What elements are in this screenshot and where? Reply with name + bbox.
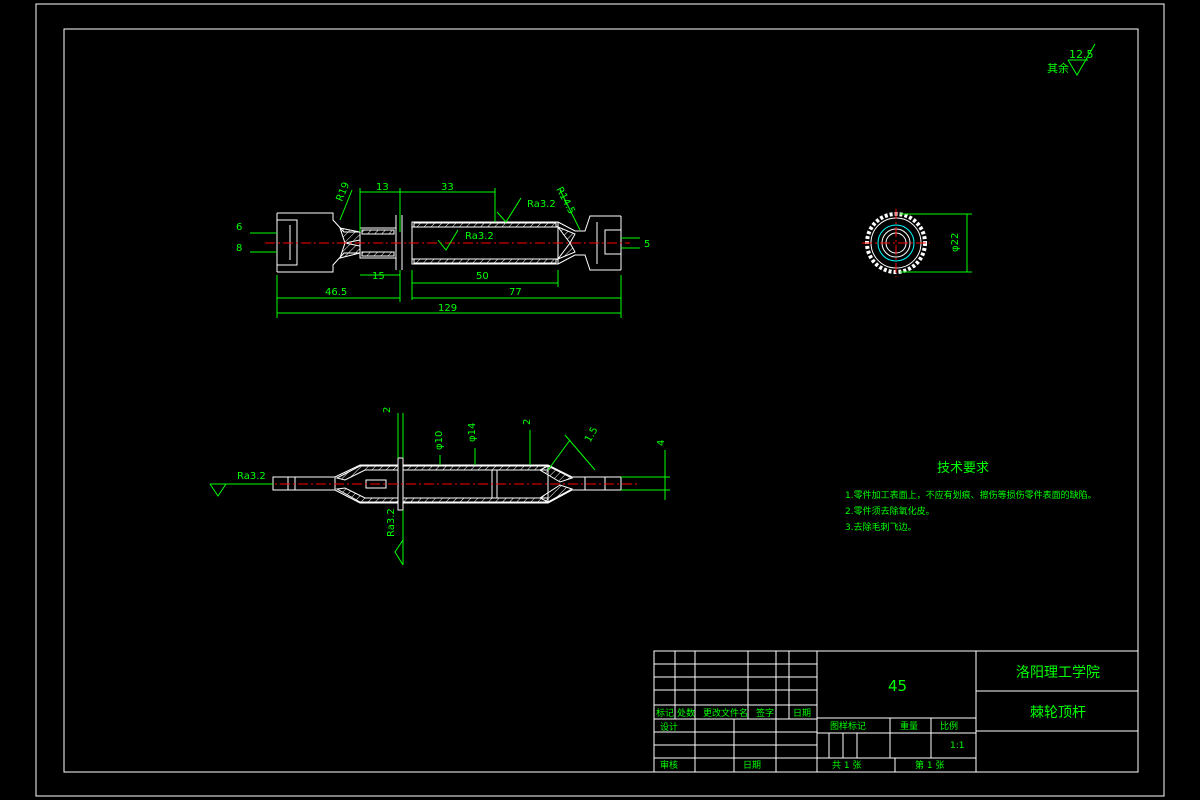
dim-129: 129 [438,303,457,314]
roughness-ra-left: Ra3.2 [237,471,266,482]
title-block: 45 洛阳理工学院 棘轮顶杆 标记 处数 更改文件名 签字 日期 设计 审核 日… [653,650,1139,773]
tb-scale-value: 1:1 [950,741,964,751]
tb-review: 审核 [660,759,678,771]
dim-2a: 2 [382,407,393,413]
tb-sheets-total: 共 1 张 [832,760,861,771]
tech-req-item-1: 1.零件加工表面上，不应有划痕、擦伤等损伤零件表面的缺陷。 [845,489,1097,501]
dim-8: 8 [236,243,242,254]
tb-hdr-change-doc: 更改文件名 [703,707,748,719]
dim-1-5: 1.5 [583,425,600,444]
dim-4: 4 [656,440,667,446]
dim-77: 77 [509,287,522,298]
dim-6: 6 [236,222,242,233]
dim-5: 5 [644,239,650,250]
tb-hdr-count: 处数 [677,707,695,719]
tb-stage-mark: 图样标记 [830,720,866,732]
tb-hdr-mark: 标记 [656,707,674,719]
surface-finish-value: 12.5 [1069,48,1094,61]
tb-weight: 重量 [900,720,918,732]
tb-school: 洛阳理工学院 [1016,665,1100,681]
tb-hdr-sign: 签字 [756,707,774,719]
tb-date-label: 日期 [743,760,761,771]
roughness-ra-a: Ra3.2 [527,199,556,210]
dim-50: 50 [476,271,489,282]
end-view: φ22 [862,209,972,277]
tb-design: 设计 [660,721,678,733]
outer-border [35,3,1165,797]
tech-req-item-2: 2.零件须去除氧化皮。 [845,505,935,517]
dim-phi22: φ22 [950,233,961,252]
surface-finish-symbol: 其余 12.5 [1047,43,1096,76]
surface-finish-label: 其余 [1047,61,1069,75]
inner-border [63,28,1139,773]
dim-2b: 2 [522,419,533,425]
dim-phi14: φ14 [467,423,478,442]
dim-33: 33 [441,182,454,193]
technical-requirements: 技术要求 1.零件加工表面上，不应有划痕、擦伤等损伤零件表面的缺陷。 2.零件须… [845,461,1097,533]
tb-scale-label: 比例 [940,720,958,732]
dim-15: 15 [372,271,385,282]
tb-material: 45 [888,677,907,695]
dim-phi10: φ10 [434,431,445,450]
tech-req-title: 技术要求 [937,461,989,476]
section-view: 2 φ10 φ14 2 1.5 4 Ra3.2 Ra3.2 [209,407,670,566]
tb-sheet-no: 第 1 张 [915,759,944,771]
tech-req-item-3: 3.去除毛刺飞边。 [845,521,917,533]
roughness-ra-b: Ra3.2 [465,231,494,242]
dim-r14-5: R14.5 [553,185,576,216]
dim-13: 13 [376,182,389,193]
front-view: 13 33 15 50 46.5 77 129 6 8 5 R19 R14.5 … [236,181,650,318]
dim-46-5: 46.5 [325,287,347,298]
tb-part-name: 棘轮顶杆 [1030,705,1086,721]
roughness-ra-bottom: Ra3.2 [386,508,397,537]
dim-r19: R19 [335,181,353,203]
tb-hdr-date: 日期 [793,708,811,719]
